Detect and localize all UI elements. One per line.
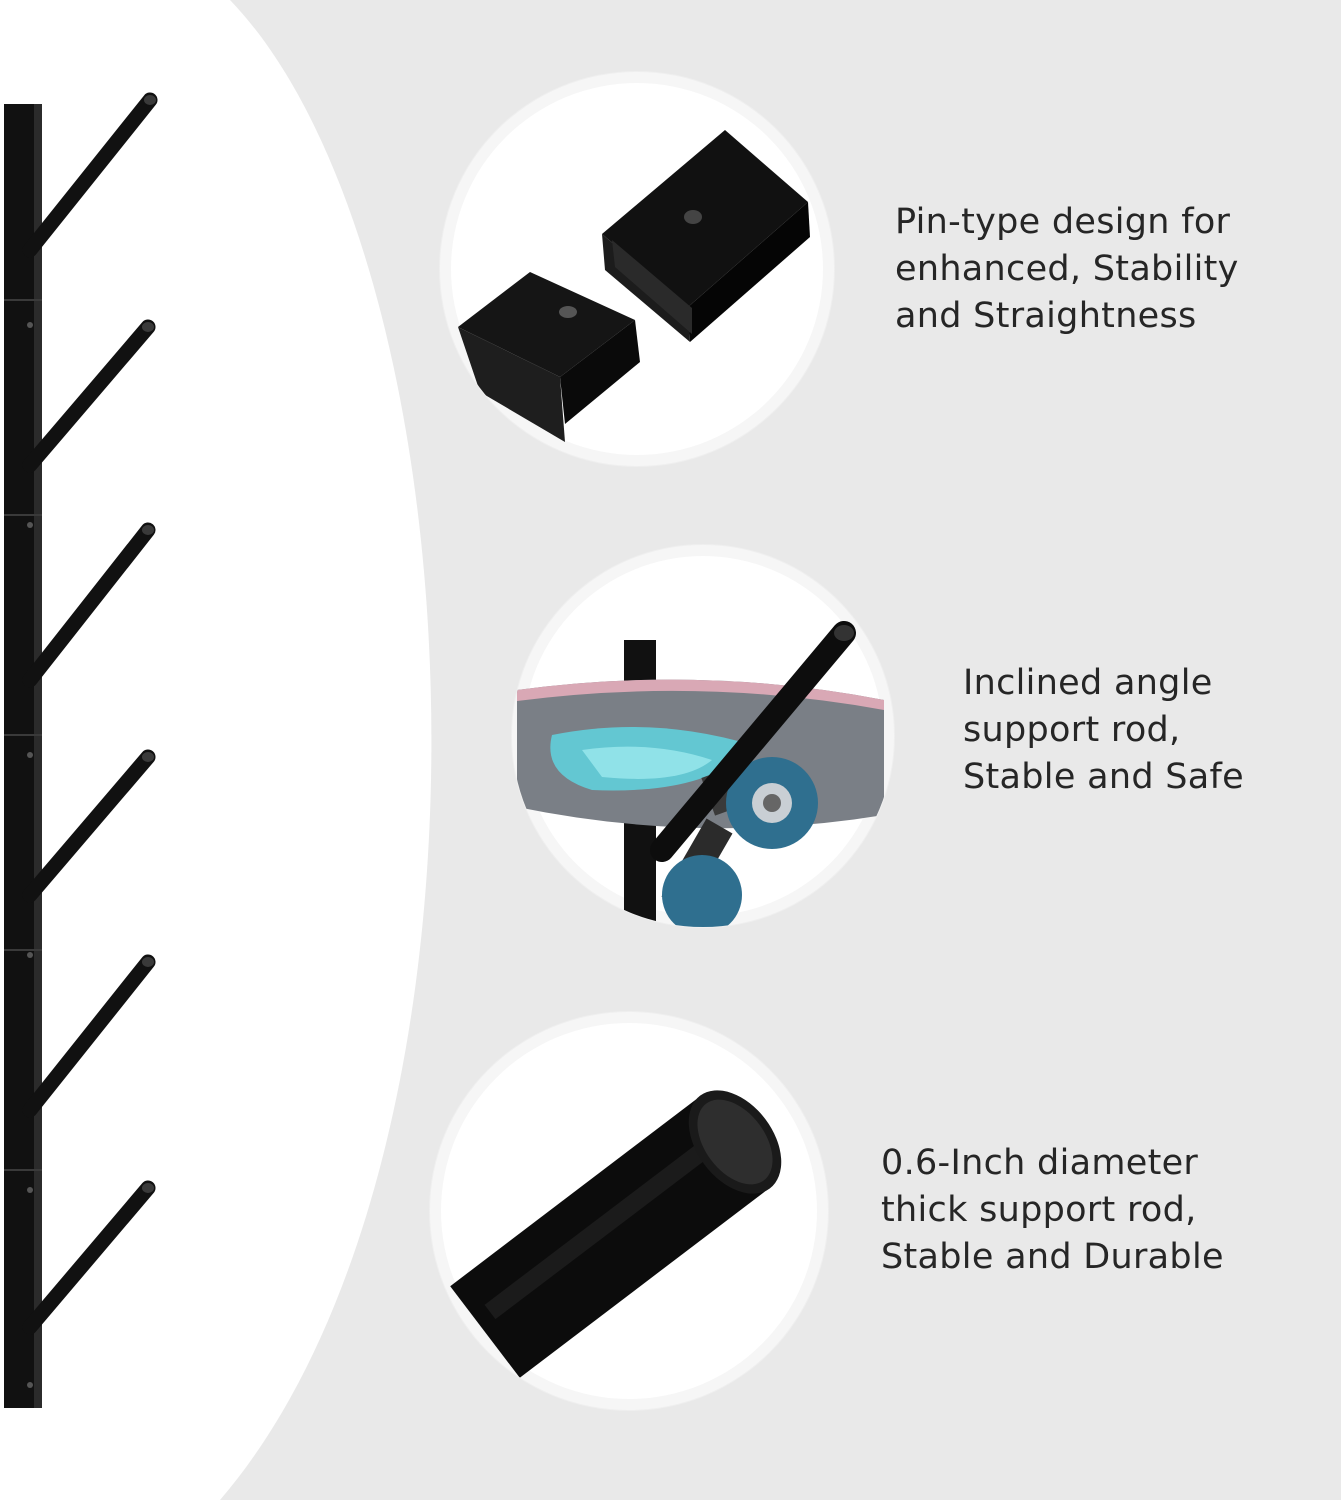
skateboard-image [517, 556, 884, 927]
detail-circle-skateboard [512, 545, 894, 927]
feature-line: and Straightness [895, 296, 1197, 336]
rod-closeup-image [441, 1023, 817, 1399]
support-rod-2 [22, 319, 156, 473]
support-rod-4 [22, 749, 156, 903]
support-rod-1 [22, 92, 158, 258]
wall-rack [4, 92, 158, 1408]
detail-circle-pin-joint [440, 72, 834, 466]
feature-line: enhanced, Stability [895, 249, 1239, 289]
feature-text-pin-design: Pin-type design for enhanced, Stability … [895, 199, 1239, 340]
feature-line: Pin-type design for [895, 202, 1231, 242]
feature-line: 0.6-Inch diameter [881, 1143, 1199, 1183]
pin-joint-image [451, 83, 823, 455]
feature-text-inclined-angle: Inclined angle support rod, Stable and S… [963, 660, 1244, 801]
feature-line: Stable and Safe [963, 757, 1244, 797]
feature-line: support rod, [963, 710, 1181, 750]
support-rod-6 [22, 1180, 156, 1335]
feature-line: Inclined angle [963, 663, 1213, 703]
support-rod-5 [22, 954, 156, 1118]
feature-line: Stable and Durable [881, 1237, 1224, 1277]
detail-circle-rod-closeup [430, 1012, 828, 1410]
feature-text-rod-diameter: 0.6-Inch diameter thick support rod, Sta… [881, 1140, 1224, 1281]
support-rod-3 [22, 522, 156, 688]
feature-line: thick support rod, [881, 1190, 1197, 1230]
